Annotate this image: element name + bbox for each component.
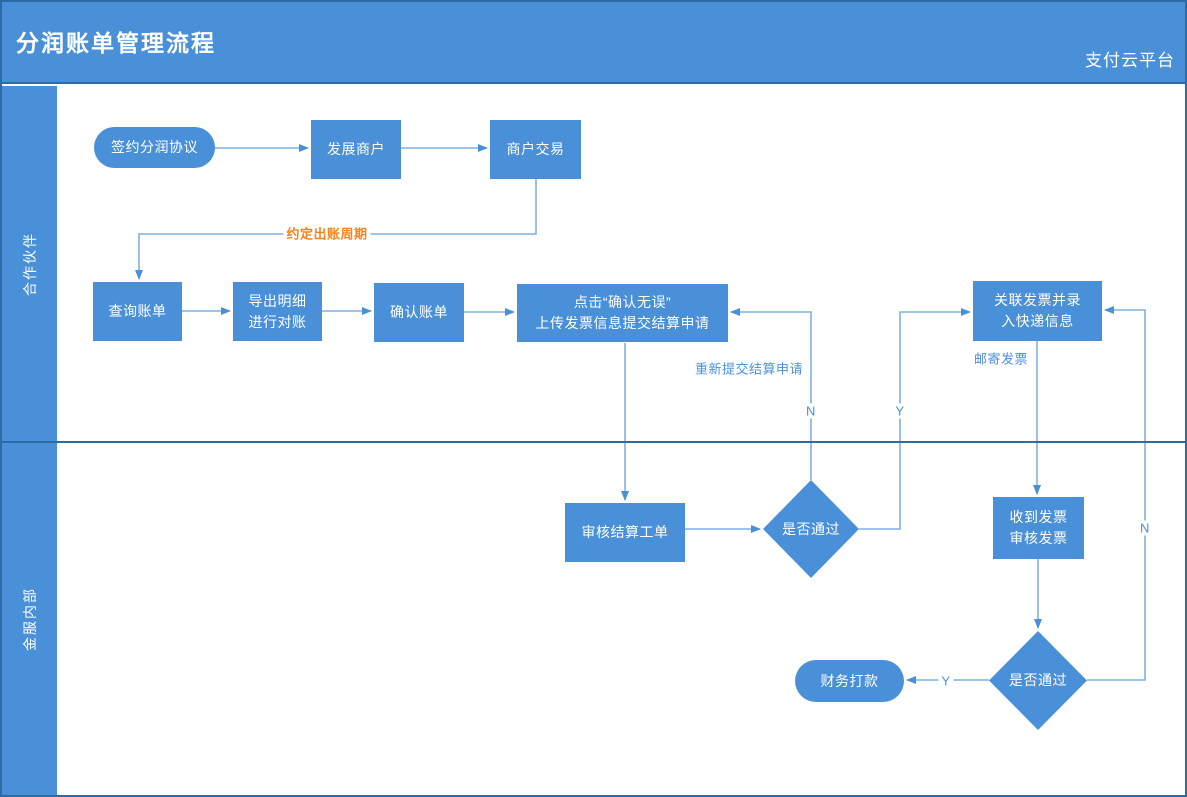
node-receive-invoice-label: 收到发票 审核发票 xyxy=(1009,509,1068,546)
node-link-invoice[interactable]: 关联发票并录 入快递信息 xyxy=(973,281,1102,341)
node-merchant-trade-label: 商户交易 xyxy=(506,141,565,157)
node-develop-merchant-label: 发展商户 xyxy=(327,141,385,157)
lane-partner: 合作伙伴 xyxy=(2,86,57,441)
node-export-details[interactable]: 导出明细 进行对账 xyxy=(233,282,322,341)
edge-decision1-n-to-submit xyxy=(730,308,812,480)
edge-decision1-y-to-invoice xyxy=(859,308,971,530)
node-review-workorder-label: 审核结算工单 xyxy=(581,524,669,540)
node-finance-payment-label: 财务打款 xyxy=(820,672,879,689)
node-sign-agreement-label: 签约分润协议 xyxy=(111,139,198,155)
edge-label-n-2: N xyxy=(1137,520,1153,536)
node-submit-settlement-label: 点击“确认无误” 上传发票信息提交结算申请 xyxy=(535,294,710,331)
decision-pass-1-label: 是否通过 xyxy=(782,520,840,537)
node-receive-invoice[interactable]: 收到发票 审核发票 xyxy=(993,497,1084,559)
edge-label-billing-cycle: 约定出账周期 xyxy=(283,223,371,243)
edge-label-mail-invoice: 邮寄发票 xyxy=(970,348,1032,368)
edge-decision2-n-to-invoice xyxy=(1087,306,1146,681)
edge-label-y-2: Y xyxy=(938,673,954,689)
node-link-invoice-label: 关联发票并录 入快递信息 xyxy=(994,292,1081,329)
node-export-details-label: 导出明细 进行对账 xyxy=(248,292,307,330)
edge-label-n-1: N xyxy=(803,403,819,419)
node-review-workorder[interactable]: 审核结算工单 xyxy=(565,503,685,562)
page-title: 分润账单管理流程 xyxy=(16,30,216,56)
platform-name: 支付云平台 xyxy=(1085,51,1175,70)
lane-divider xyxy=(2,441,1185,443)
decision-pass-2-label: 是否通过 xyxy=(1009,672,1067,688)
lane-internal: 金服内部 xyxy=(2,443,57,795)
node-submit-settlement[interactable]: 点击“确认无误” 上传发票信息提交结算申请 xyxy=(517,284,728,342)
edge-label-y-1: Y xyxy=(892,403,908,419)
node-confirm-bill[interactable]: 确认账单 xyxy=(374,283,464,342)
node-query-bill[interactable]: 查询账单 xyxy=(93,282,182,341)
edge-label-resubmit: 重新提交结算申请 xyxy=(691,358,807,378)
node-confirm-bill-label: 确认账单 xyxy=(390,304,448,320)
node-sign-agreement[interactable]: 签约分润协议 xyxy=(94,127,215,168)
header-bar: 分润账单管理流程 支付云平台 xyxy=(2,2,1185,84)
node-finance-payment[interactable]: 财务打款 xyxy=(795,660,904,702)
node-query-bill-label: 查询账单 xyxy=(108,303,167,319)
node-merchant-trade[interactable]: 商户交易 xyxy=(490,120,581,179)
node-develop-merchant[interactable]: 发展商户 xyxy=(311,120,401,179)
